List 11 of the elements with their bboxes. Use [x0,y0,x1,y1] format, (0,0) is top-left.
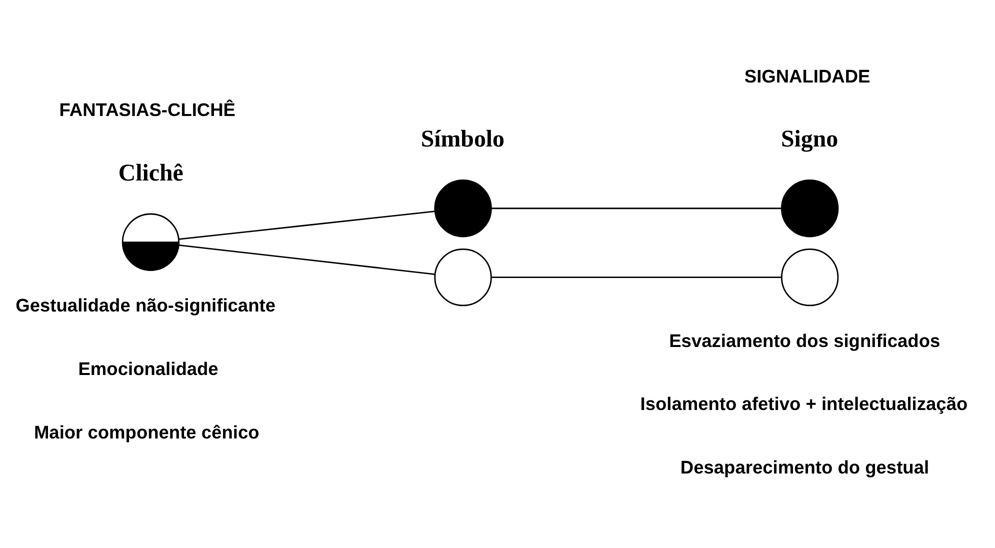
label: Clichê [118,160,184,186]
label: Desaparecimento do gestual [680,456,930,477]
label: Gestualidade não-significante [16,294,276,316]
label: Signo [780,126,838,152]
label: Maior componente cênico [34,420,260,442]
label: Símbolo [420,126,505,152]
label: Isolamento afetivo + intelectualização [640,392,968,414]
label: Esvaziamento dos significados [669,329,940,350]
label: SIGNALIDADE [744,64,870,86]
label: Emocionalidade [78,357,218,378]
label: FANTASIAS-CLICHÊ [59,98,236,120]
